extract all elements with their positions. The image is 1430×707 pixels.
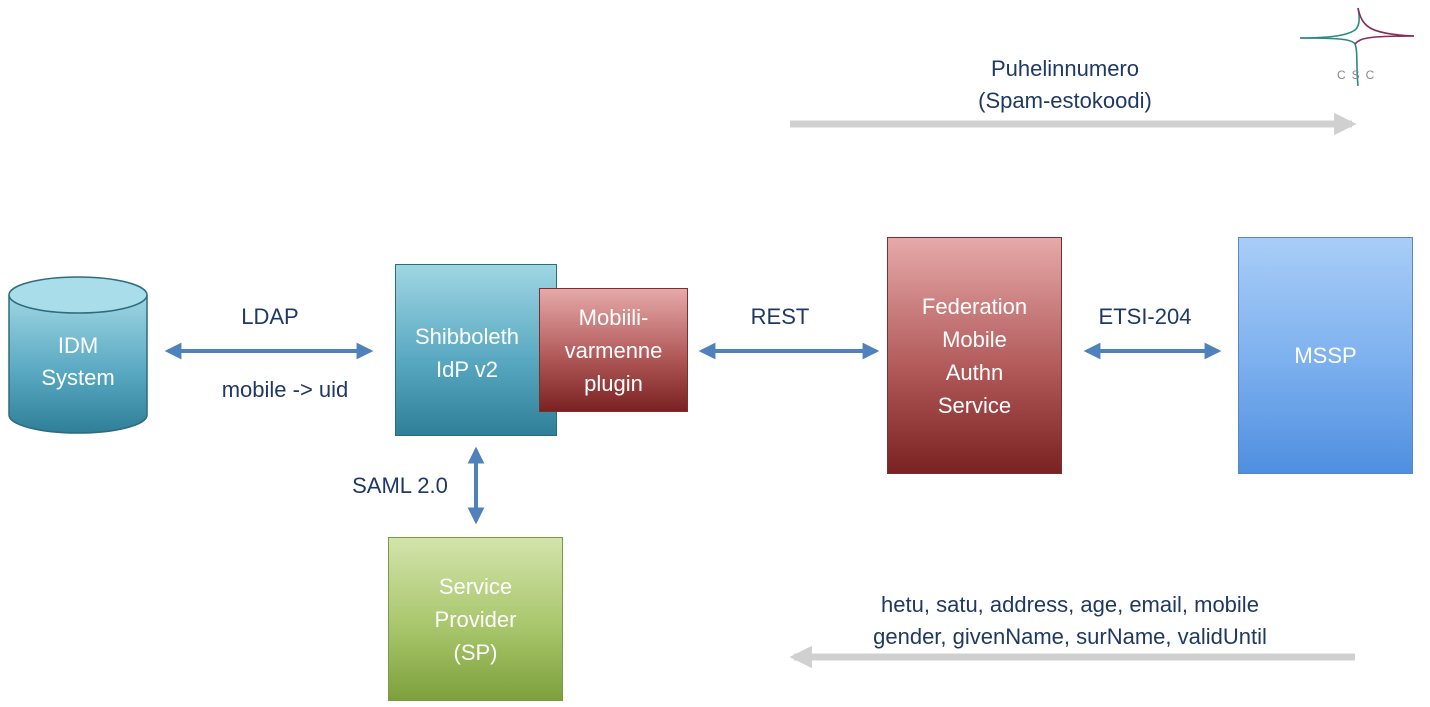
ldap-label: LDAP xyxy=(241,304,299,329)
plugin-line3: plugin xyxy=(584,370,643,396)
mobiilivarmenne-plugin-box: Mobiili- varmenne plugin xyxy=(539,288,688,412)
plugin-line2: varmenne xyxy=(564,337,663,363)
sp-line2: Provider xyxy=(434,606,517,632)
plugin-line1: Mobiili- xyxy=(578,304,649,330)
top-flow-line1: Puhelinnumero xyxy=(991,56,1139,81)
top-flow-label: Puhelinnumero (Spam-estokoodi) xyxy=(920,53,1210,117)
idm-system-label: IDM System xyxy=(8,330,148,394)
top-flow-line2: (Spam-estokoodi) xyxy=(978,88,1152,113)
rest-label: REST xyxy=(750,304,810,329)
ldap-sublabel: mobile -> uid xyxy=(221,377,349,402)
mssp-box: MSSP xyxy=(1238,237,1413,474)
bottom-flow-line1: hetu, satu, address, age, email, mobile xyxy=(881,592,1259,617)
csc-logo-icon xyxy=(1299,7,1415,86)
service-provider-box: Service Provider (SP) xyxy=(388,537,563,701)
federation-mobile-authn-service-box: Federation Mobile Authn Service xyxy=(887,237,1062,474)
federation-line4: Service xyxy=(937,392,1012,418)
idm-line2: System xyxy=(41,365,115,390)
mssp-label: MSSP xyxy=(1294,343,1357,368)
sp-line3: (SP) xyxy=(453,639,498,665)
federation-line3: Authn xyxy=(945,359,1004,385)
idm-line1: IDM xyxy=(57,333,99,358)
shibboleth-line2: IdP v2 xyxy=(436,357,498,382)
etsi-label: ETSI-204 xyxy=(1098,304,1192,329)
bottom-flow-label: hetu, satu, address, age, email, mobile … xyxy=(815,589,1325,653)
saml-label: SAML 2.0 xyxy=(352,473,448,498)
federation-line2: Mobile xyxy=(942,326,1007,352)
federation-line1: Federation xyxy=(921,293,1028,319)
idm-system-database-icon xyxy=(8,276,148,434)
sp-line1: Service xyxy=(438,573,513,599)
bottom-flow-line2: gender, givenName, surName, validUntil xyxy=(873,624,1267,649)
shibboleth-line1: Shibboleth xyxy=(415,324,519,349)
csc-logo-text: CSC xyxy=(1337,68,1381,82)
shibboleth-idp-box: Shibboleth IdP v2 xyxy=(395,264,557,436)
